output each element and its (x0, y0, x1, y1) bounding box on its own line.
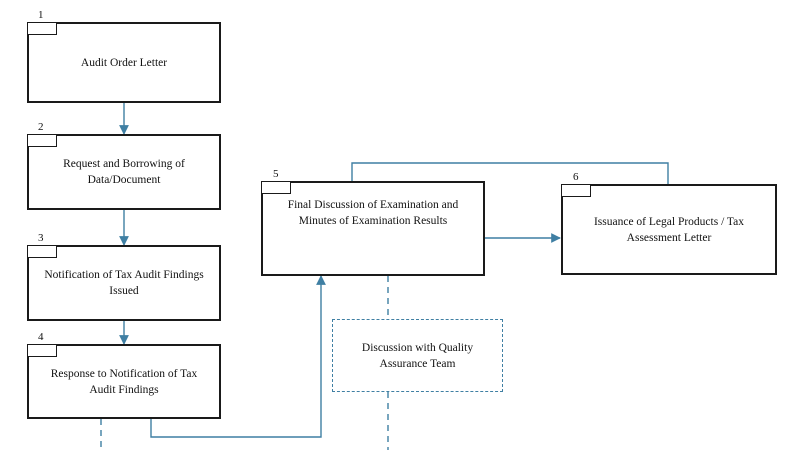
link-5-to-6-top (351, 162, 669, 184)
step-number: 5 (273, 168, 279, 180)
step-label: Response to Notification of Tax Audit Fi… (50, 367, 198, 396)
step-tab (561, 184, 591, 197)
step-number: 4 (38, 331, 44, 343)
step-box-issuance-legal-products[interactable]: Issuance of Legal Products / Tax Assessm… (561, 184, 777, 275)
arrow-4-to-5 (150, 275, 326, 438)
step-tab (27, 22, 57, 35)
step-number: 3 (38, 232, 44, 244)
step-number: 1 (38, 9, 44, 21)
note-box-quality-assurance[interactable]: Discussion with Quality Assurance Team (332, 319, 503, 392)
step-label: Notification of Tax Audit Findings Issue… (44, 269, 204, 297)
step-box-audit-order-letter[interactable]: Audit Order Letter (27, 22, 221, 103)
step-box-notification-findings[interactable]: Notification of Tax Audit Findings Issue… (27, 245, 221, 321)
step-box-final-discussion[interactable]: Final Discussion of Examination and Minu… (261, 181, 485, 276)
step-label: Audit Order Letter (80, 56, 168, 69)
step-tab (27, 134, 57, 147)
step-number: 2 (38, 121, 44, 133)
step-number: 6 (573, 171, 579, 183)
step-label: Request and Borrowing of Data/Document (63, 158, 185, 186)
step-label: Final Discussion of Examination and Minu… (287, 199, 459, 227)
step-tab (27, 344, 57, 357)
step-label: Issuance of Legal Products / Tax Assessm… (593, 215, 745, 244)
step-box-request-and-borrowing[interactable]: Request and Borrowing of Data/Document (27, 134, 221, 210)
note-label: Discussion with Quality Assurance Team (361, 341, 474, 370)
step-tab (27, 245, 57, 258)
step-tab (261, 181, 291, 194)
step-box-response-to-findings[interactable]: Response to Notification of Tax Audit Fi… (27, 344, 221, 419)
